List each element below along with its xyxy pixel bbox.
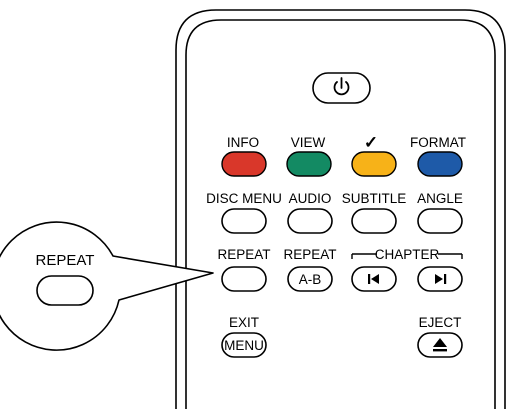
format-label: FORMAT [410, 135, 466, 150]
skip-previous-icon [368, 274, 379, 284]
info-label: INFO [227, 135, 259, 150]
power-icon [333, 77, 350, 96]
menu-button[interactable]: MENU [221, 332, 267, 358]
callout-repeat-label: REPEAT [36, 252, 95, 269]
blue-button[interactable] [417, 151, 463, 177]
repeat-ab-label: REPEAT [283, 247, 336, 262]
menu-button-label: MENU [224, 338, 264, 353]
callout-bubble [0, 221, 214, 351]
power-button[interactable] [312, 72, 371, 104]
eject-button[interactable] [417, 332, 463, 358]
chapter-prev-button[interactable] [351, 266, 397, 292]
disc-menu-label: DISC MENU [206, 191, 282, 206]
audio-button[interactable] [287, 208, 333, 234]
disc-menu-button[interactable] [221, 208, 267, 234]
remote-body-inner [185, 19, 496, 409]
audio-label: AUDIO [289, 191, 332, 206]
exit-label: EXIT [229, 315, 259, 330]
repeat-label: REPEAT [217, 247, 270, 262]
green-button[interactable] [286, 151, 332, 177]
chapter-next-button[interactable] [417, 266, 463, 292]
angle-label: ANGLE [417, 191, 463, 206]
view-label: VIEW [291, 135, 326, 150]
chapter-bracket [351, 253, 463, 259]
skip-next-icon [435, 274, 447, 284]
red-button[interactable] [221, 151, 267, 177]
repeat-callout: REPEAT [0, 221, 214, 351]
eject-label: EJECT [419, 315, 462, 330]
repeat-button[interactable] [221, 266, 267, 292]
ab-button-label: A-B [299, 272, 322, 287]
callout-repeat-button [36, 275, 94, 306]
subtitle-button[interactable] [351, 208, 397, 234]
angle-button[interactable] [417, 208, 463, 234]
check-label: ✓ [364, 133, 378, 152]
chapter-label: CHAPTER [375, 247, 440, 262]
remote-body-outer [175, 9, 506, 409]
yellow-button[interactable] [351, 151, 397, 177]
subtitle-label: SUBTITLE [342, 191, 407, 206]
repeat-ab-button[interactable]: A-B [287, 266, 333, 292]
eject-icon [433, 338, 447, 352]
